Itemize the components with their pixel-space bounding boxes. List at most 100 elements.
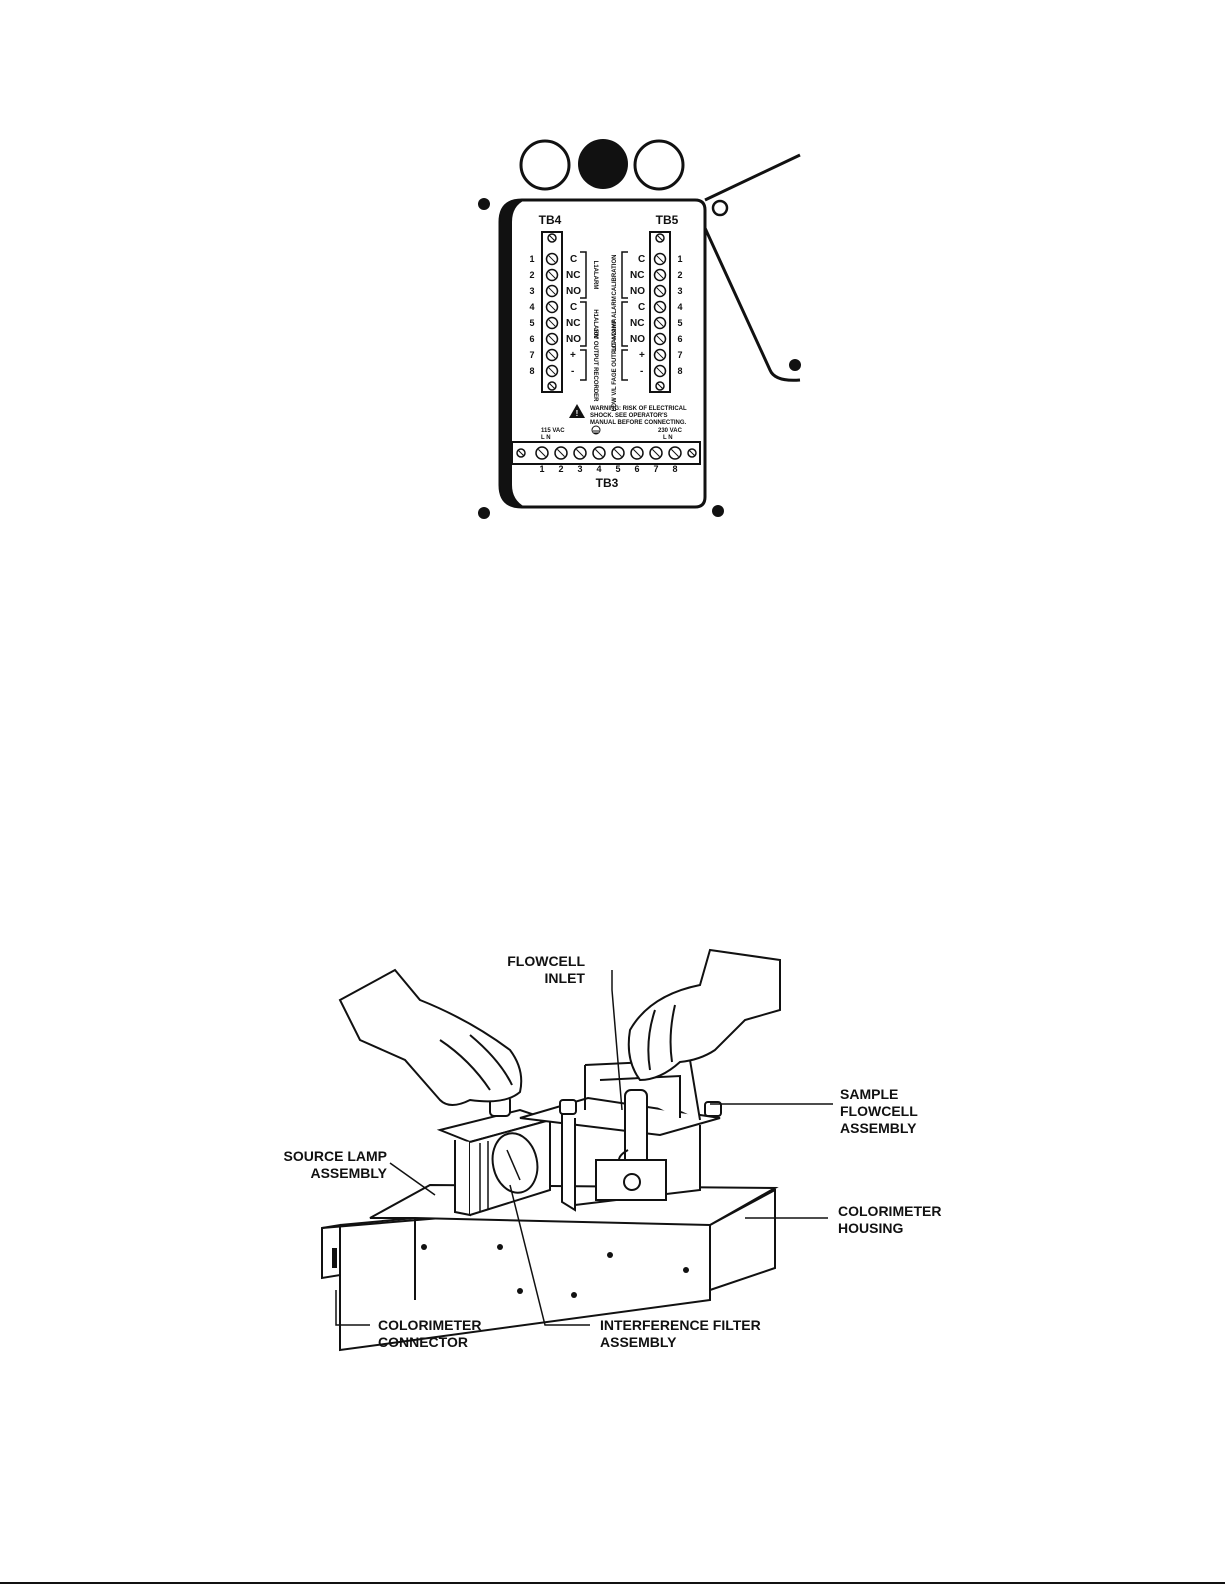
tb4-number: 3 [529,286,534,296]
tb5-numbers: 1 2 3 4 5 6 7 8 [677,254,682,376]
tb5-screws [653,233,667,391]
tb5-number: 2 [677,270,682,280]
screw-slot [671,449,679,457]
tb3-numbers: 1 2 3 4 5 6 7 8 [539,464,677,474]
contact-label: NC [566,318,580,329]
colorimeter-figure: FLOWCELL INLET SAMPLE FLOWCELL ASSEMBLY … [284,948,941,1352]
tb5-number: 1 [677,254,682,264]
tb4-number: 7 [529,350,534,360]
tb5-number: 7 [677,350,682,360]
contact-label: C [638,302,645,313]
screw-slot [656,287,664,295]
screw-slot [548,303,556,311]
svg-text:INTERFERENCE FILTER: INTERFERENCE FILTER [600,1317,761,1333]
mounting-hole [478,198,490,210]
warning-icon [569,404,585,418]
screw-slot [548,351,556,359]
svg-text:FLOWCELL: FLOWCELL [840,1103,918,1119]
colorimeter-housing-label: COLORIMETER HOUSING [838,1203,941,1236]
contact-label: C [638,254,645,265]
screw-slot [656,271,664,279]
voltage-left-label: 115 VAC [541,428,565,434]
tb3-number: 7 [653,464,658,474]
knockout-hole-right [633,139,685,191]
screw-slot [548,335,556,343]
tb3-number: 8 [672,464,677,474]
tb3-number: 1 [539,464,544,474]
contact-label: NC [630,318,644,329]
tb5-label: TB5 [656,213,679,227]
terminal-panel-figure: TB4 TB5 1 2 3 4 5 6 7 8 C NC NO C NC NO … [478,139,801,519]
screw-slot [657,383,663,389]
svg-text:ASSEMBLY: ASSEMBLY [840,1120,917,1136]
tb5-number: 3 [677,286,682,296]
screw-slot [656,367,664,375]
tb4-label: TB4 [539,213,562,227]
flowcell-inlet-label: FLOWCELL INLET [507,953,585,986]
svg-text:SAMPLE: SAMPLE [840,1086,898,1102]
screw-slot [595,449,603,457]
tb4-number: 4 [529,302,534,312]
screw-slot [548,319,556,327]
svg-text:COLORIMETER: COLORIMETER [378,1317,481,1333]
contact-label: NO [566,286,581,297]
contact-label: + [639,350,645,361]
door-hinge [711,199,729,217]
warning-line: MANUAL BEFORE CONNECTING. [590,420,687,426]
svg-text:SOURCE LAMP: SOURCE LAMP [284,1148,387,1164]
svg-text:FLOWCELL: FLOWCELL [507,953,585,969]
tb5-group-label: LOAM AMP ALARM [612,296,618,351]
tb5-group-label: LOW V/L FAGE OUTPUT 4-20mA [612,318,618,411]
tb3-screws [516,446,697,460]
left-hand [338,968,523,1106]
screw-slot [576,449,584,457]
sample-flowcell-label: SAMPLE FLOWCELL ASSEMBLY [840,1086,918,1136]
screw-slot [656,319,664,327]
sample-flowcell-assembly [519,1058,722,1212]
screw-slot [657,235,663,241]
right-hand [627,948,781,1082]
contact-label: + [570,350,576,361]
tb4-numbers: 1 2 3 4 5 6 7 8 [529,254,534,376]
tb4-number: 6 [529,334,534,344]
svg-text:COLORIMETER: COLORIMETER [838,1203,941,1219]
contact-label: NO [630,286,645,297]
voltage-right-label: 230 VAC [658,428,683,434]
screw-slot [548,367,556,375]
screw-slot [633,449,641,457]
mounting-hole [478,507,490,519]
svg-text:ASSEMBLY: ASSEMBLY [600,1334,677,1350]
screw-slot [614,449,622,457]
tb4-number: 1 [529,254,534,264]
tb4-group-label: L1ALARM [592,261,598,290]
contact-label: NO [566,334,581,345]
source-lamp-label: SOURCE LAMP ASSEMBLY [284,1148,388,1181]
screw-slot [652,449,660,457]
tb5-contacts: C NC NO C NC NO + - [630,254,645,377]
contact-label: - [640,366,643,377]
svg-text:HOUSING: HOUSING [838,1220,903,1236]
knockout-hole-center [578,139,628,189]
contact-label: C [570,254,577,265]
contact-label: - [571,366,574,377]
screw-slot [548,255,556,263]
screw-slot [549,235,555,241]
tb3-label: TB3 [596,476,619,490]
tb5-number: 6 [677,334,682,344]
screw-slot [518,450,524,456]
tb5-number: 4 [677,302,682,312]
voltage-right-sub: L N [663,435,673,441]
tb5-number: 5 [677,318,682,328]
colorimeter-connector-part [332,1248,337,1268]
screw-slot [656,303,664,311]
contact-label: NO [630,334,645,345]
tb4-screws [545,233,559,391]
door-outline [703,153,801,382]
tb3-number: 3 [577,464,582,474]
svg-text:CONNECTOR: CONNECTOR [378,1334,468,1350]
svg-text:ASSEMBLY: ASSEMBLY [310,1165,387,1181]
screw-slot [689,450,695,456]
screw-slot [548,271,556,279]
tb4-number: 2 [529,270,534,280]
contact-label: NC [566,270,580,281]
